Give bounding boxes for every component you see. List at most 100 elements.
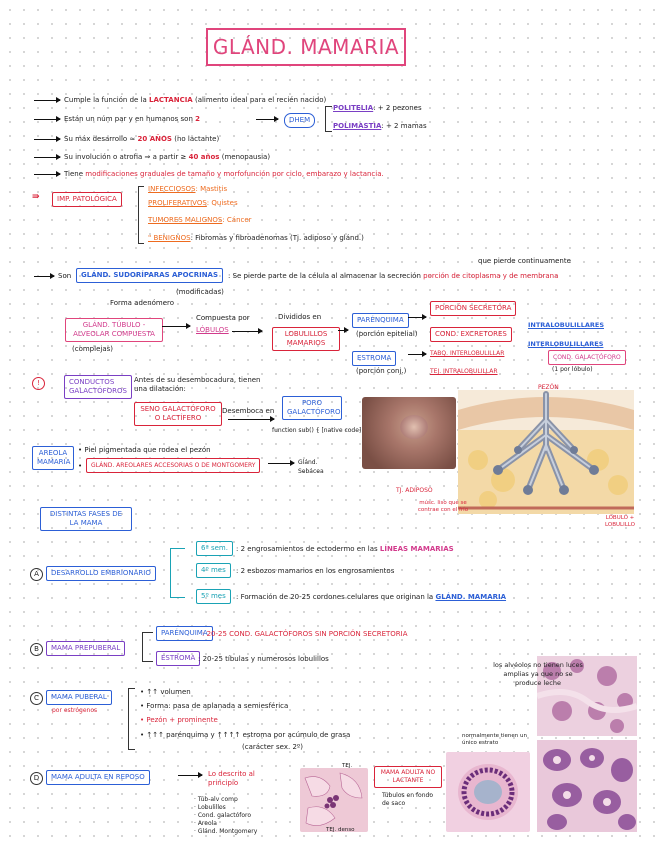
phase-a-3: : Formación de 20-25 cordones celulares … xyxy=(236,593,507,601)
conductos-galactoforos-box: CONDUCTOS GALACTÓFOROS xyxy=(64,375,132,399)
bracket xyxy=(128,688,135,750)
histology-image-2 xyxy=(446,752,530,832)
phase-c-2: • Forma: pasa de aplanada a semiesférica xyxy=(140,702,289,710)
lobulo-label: LÓBULO + LOBULILLO xyxy=(605,515,635,528)
son-sub: (modificadas) xyxy=(176,288,224,296)
breast-anatomy-diagram xyxy=(458,390,634,514)
histology-image-1 xyxy=(300,768,368,832)
fases-box: DISTINTAS FASES DE LA MAMA xyxy=(40,507,132,531)
d-list-3: · Cond. galactóforo xyxy=(194,812,252,819)
phase-a-2-key: 4º mes xyxy=(196,563,231,578)
d-list-4: · Areola xyxy=(194,820,217,827)
mama-puberal-box: MAMA PUBERAL xyxy=(46,690,112,705)
cond-galactoforo-box: COND. GALACTÓFORO xyxy=(548,350,626,365)
tubulos-note: Túbulos en fondo de saco xyxy=(382,792,434,807)
page-title: GLÁND. MAMARIA xyxy=(206,28,406,66)
arrow-icon xyxy=(338,327,349,333)
no-lactante-box: MAMA ADULTA NO LACTANTE xyxy=(374,766,442,788)
letter-a: A xyxy=(30,568,43,581)
phase-c-4: • ↑↑↑ parénquima y ↑↑↑↑ estroma por acúm… xyxy=(140,731,351,739)
d-note: Lo descrito al principio xyxy=(208,770,255,787)
areola-box: AREOLA MAMARIA xyxy=(32,446,74,470)
phase-b-2: : 20-25 tíbulas y numerosos lobulillos xyxy=(198,655,329,663)
arrow-icon xyxy=(162,323,191,329)
bracket xyxy=(142,632,153,662)
phase-a-2: : 2 esbozos mamarios en los engrosamient… xyxy=(236,567,395,575)
dhem-badge: DHEM xyxy=(284,113,316,128)
phase-c-1: • ↑↑ volumen xyxy=(140,688,191,696)
arrow-icon xyxy=(34,273,55,279)
estroma-box: ESTROMA xyxy=(352,351,397,366)
arrow-icon xyxy=(34,171,61,177)
tubulo-sub: (complejas) xyxy=(72,345,113,353)
phase-b-1-key: PARÉNQUIMA xyxy=(156,626,213,641)
intralobulillares: INTRALOBULILLARES xyxy=(528,321,604,329)
divididos: Divididos en xyxy=(278,313,322,321)
arrow-icon xyxy=(178,772,203,778)
forma-note: Forma adenómero xyxy=(110,299,175,307)
conductos-desc: Antes de su desembocadura, tienen una di… xyxy=(134,376,261,393)
polimastia: POLIMASTIA: + 2 mamas xyxy=(333,122,427,130)
arrow-icon xyxy=(232,328,263,334)
bullet-3: Su máx desarrollo ≈ 20 AÑOS (no lactante… xyxy=(64,135,220,143)
tejido-intra: TEJ. INTRALOBULILLAR xyxy=(430,368,498,375)
bracket xyxy=(170,548,185,598)
bracket xyxy=(138,186,144,244)
desemboca: Desemboca en xyxy=(222,407,275,415)
arrow-icon xyxy=(34,97,61,103)
politelia: POLITELIA: + 2 pezones xyxy=(333,104,422,112)
cond-excretores-box: COND. EXCRETORES xyxy=(430,327,512,342)
musc-label: músc. liso que se contrae con el frío xyxy=(417,500,469,513)
son-desc: : Se pierde parte de la célula al almace… xyxy=(228,272,559,280)
areola-gland-note: Glánd. Sebácea xyxy=(298,459,324,475)
pezon-label: PEZÓN xyxy=(538,384,559,391)
parenquima-box: PARÉNQUIMA xyxy=(352,313,409,328)
phase-c-5: (carácter sex. 2º) xyxy=(242,743,303,751)
tubulo-alveolar-box: GLÁND. TÚBULO - ALVEOLAR COMPUESTA xyxy=(65,318,163,342)
desarrollo-embrionario-box: DESARROLLO EMBRIONARIO xyxy=(46,566,156,581)
phase-a-3-key: 5º mes xyxy=(196,589,231,604)
double-arrow-icon: ⇛ xyxy=(32,192,40,202)
note-top: que pierde continuamente xyxy=(478,257,571,265)
alveolos-note: los alvéolos no tienen luces amplias ya … xyxy=(493,661,583,687)
interlobulillares: INTERLOBULILLARES xyxy=(528,340,604,348)
seno-galactoforo-box: SENO GALACTÓFORO O LACTÍFERO xyxy=(134,402,222,426)
arrow-icon xyxy=(408,351,427,357)
letter-c: C xyxy=(30,692,43,705)
son-label: Son xyxy=(58,272,72,280)
phase-c-3: • Pezón + prominente xyxy=(140,716,218,724)
bracket xyxy=(325,106,332,132)
d-list-1: · Túb-alv comp xyxy=(194,796,238,803)
areola-bullet: • xyxy=(78,462,83,470)
mama-adulta-reposo-box: MAMA ADULTA EN REPOSO xyxy=(46,770,150,785)
phase-b-2-key: ESTROMA xyxy=(156,651,201,666)
mama-puberal-sub: por estrógenos xyxy=(52,707,98,714)
parenquima-sub: (porción epitelial) xyxy=(356,330,418,338)
lobulos: LÓBULOS xyxy=(196,326,229,334)
d-list-2: · Lobulillos xyxy=(194,804,226,811)
galact-sub: (1 por lóbulo) xyxy=(552,366,593,373)
histology-image-3 xyxy=(537,656,637,736)
adiposo-label: TJ. ADIPOSO xyxy=(396,487,433,494)
phase-b-1: : 20-25 COND. GALACTÓFOROS SIN PORCIÓN S… xyxy=(202,630,408,638)
compuesta-por: Compuesta por xyxy=(196,314,250,322)
arrow-icon xyxy=(408,314,427,320)
poro-galactoforo-box: PORO GALACTÓFORO xyxy=(282,396,342,420)
tabique: TABQ. INTERLOBULILLAR xyxy=(430,350,505,357)
warning-icon: ! xyxy=(32,377,45,390)
imp-item-3: TUMORES MALIGNOS: Cáncer xyxy=(148,216,252,224)
arrow-icon xyxy=(34,136,61,142)
nipple-shape xyxy=(400,415,428,439)
arrow-icon xyxy=(34,154,61,160)
mama-prepuberal-box: MAMA PREPUBERAL xyxy=(46,641,126,656)
normal-note: normalmente tienen un único estrato xyxy=(462,733,527,746)
imp-item-4: " BENIGNOS: Fibromas y fibroadenomas (Tj… xyxy=(148,234,364,242)
phase-a-1-key: 6ª sem. xyxy=(196,541,233,556)
bullet-5: Tiene modificaciones graduales de tamaño… xyxy=(64,170,384,178)
arrow-icon xyxy=(228,416,275,422)
gland-sudoriparas-box: GLÁND. SUDORÍPARAS APOCRINAS xyxy=(76,268,224,283)
arrow-icon xyxy=(268,460,295,466)
phase-a-1: : 2 engrosamientos de ectodermo en las L… xyxy=(236,545,454,553)
arrow-icon xyxy=(256,116,279,122)
histology-image-4 xyxy=(537,740,637,832)
